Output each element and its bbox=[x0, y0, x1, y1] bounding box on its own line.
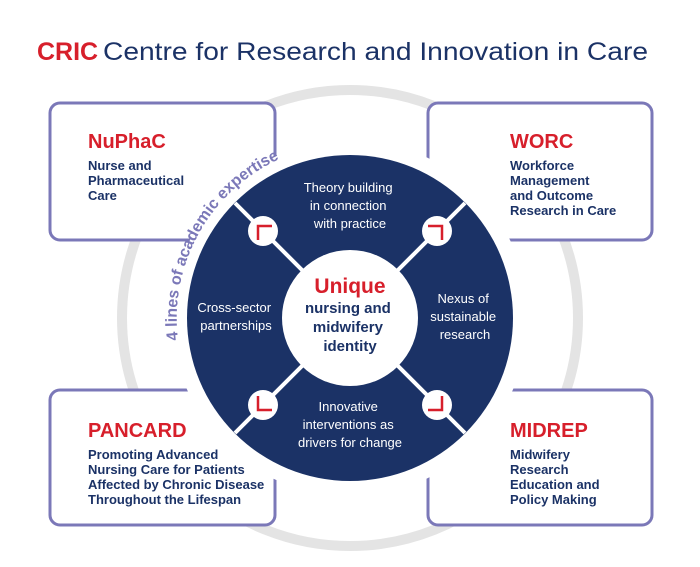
segment-right: Nexus of sustainable research bbox=[430, 291, 499, 342]
center-title: Unique bbox=[314, 275, 385, 298]
node-top-left bbox=[248, 216, 278, 246]
box-title: MIDREP bbox=[510, 420, 588, 442]
box-text: Promoting Advanced Nursing Care for Pati… bbox=[88, 447, 268, 507]
header-title: Centre for Research and Innovation in Ca… bbox=[103, 38, 648, 66]
header-acronym: CRIC bbox=[37, 38, 98, 66]
box-text: Nurse and Pharmaceutical Care bbox=[88, 158, 188, 203]
node-bottom-right bbox=[422, 390, 452, 420]
center-circle bbox=[282, 250, 418, 386]
box-title: NuPhaC bbox=[88, 131, 166, 153]
segment-top: Theory building in connection with pract… bbox=[304, 180, 397, 231]
center-text: nursing and midwifery identity bbox=[305, 300, 395, 355]
box-text: Midwifery Research Education and Policy … bbox=[510, 447, 603, 507]
box-title: WORC bbox=[510, 131, 573, 153]
node-top-right bbox=[422, 216, 452, 246]
segment-bottom: Innovative interventions as drivers for … bbox=[298, 399, 402, 450]
box-title: PANCARD bbox=[88, 420, 187, 442]
segment-left: Cross-sector partnerships bbox=[197, 300, 274, 333]
box-text: Workforce Management and Outcome Researc… bbox=[510, 158, 616, 218]
node-bottom-left bbox=[248, 390, 278, 420]
